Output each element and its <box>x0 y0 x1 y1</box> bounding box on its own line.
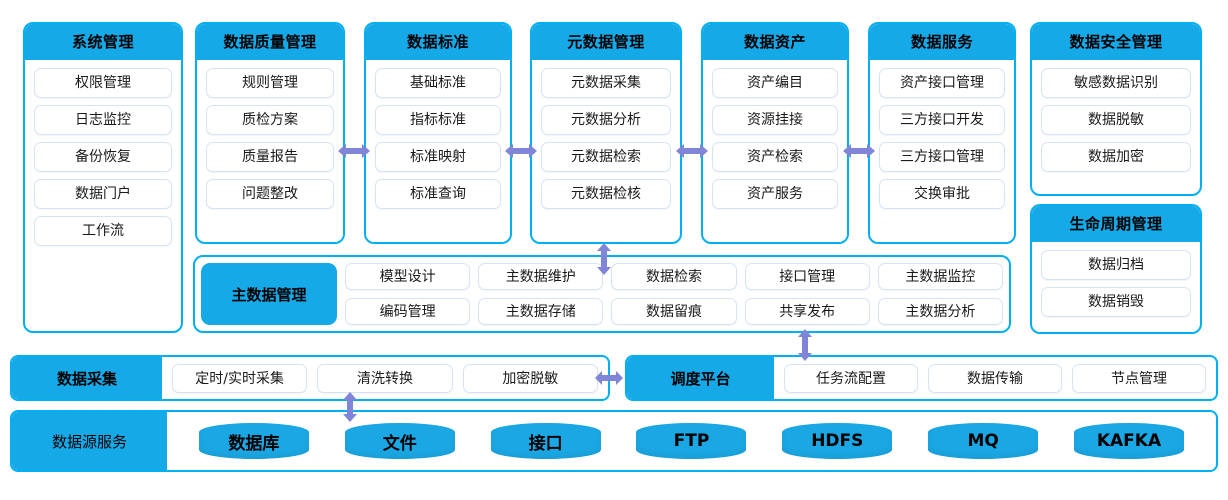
master-data-title: 主数据管理 <box>201 263 337 325</box>
datasource-kafka[interactable]: KAFKA <box>1073 423 1184 459</box>
list-item[interactable]: 主数据分析 <box>877 297 1003 325</box>
list-item[interactable]: 指标标准 <box>375 105 501 135</box>
list-item[interactable]: 接口管理 <box>744 263 870 290</box>
list-item[interactable]: 备份恢复 <box>34 142 172 172</box>
list-item[interactable]: 标准映射 <box>375 142 501 172</box>
list-item[interactable]: 交换审批 <box>879 179 1005 209</box>
arrow-metadata-to-masterdata-icon <box>595 243 613 275</box>
list-item[interactable]: 规则管理 <box>206 68 334 98</box>
arrow-metadata-to-asset-icon <box>676 142 708 160</box>
list-item[interactable]: 数据归档 <box>1041 250 1191 280</box>
datasource-ftp[interactable]: FTP <box>636 423 747 459</box>
column-title: 元数据管理 <box>532 24 680 60</box>
column-items: 基础标准 指标标准 标准映射 标准查询 <box>366 60 510 218</box>
list-item[interactable]: 问题整改 <box>206 179 334 209</box>
column-items: 元数据采集 元数据分析 元数据检索 元数据检核 <box>532 60 680 218</box>
arrow-standard-to-metadata-icon <box>505 142 537 160</box>
list-item[interactable]: 任务流配置 <box>784 363 918 393</box>
column-title: 生命周期管理 <box>1032 206 1200 242</box>
list-item[interactable]: 数据销毁 <box>1041 287 1191 317</box>
list-item[interactable]: 资产服务 <box>712 179 838 209</box>
list-item[interactable]: 元数据采集 <box>541 68 671 98</box>
column-items: 权限管理 日志监控 备份恢复 数据门户 工作流 <box>25 60 181 255</box>
list-item[interactable]: 质检方案 <box>206 105 334 135</box>
data-collection-items: 定时/实时采集 清洗转换 加密脱敏 <box>162 357 608 399</box>
list-item[interactable]: 数据脱敏 <box>1041 105 1191 135</box>
list-item[interactable]: 资源挂接 <box>712 105 838 135</box>
list-item[interactable]: 工作流 <box>34 216 172 246</box>
column-title: 系统管理 <box>25 24 181 60</box>
list-item[interactable]: 资产接口管理 <box>879 68 1005 98</box>
list-item[interactable]: 权限管理 <box>34 68 172 98</box>
arrow-asset-to-service-icon <box>843 142 875 160</box>
list-item[interactable]: 元数据检核 <box>541 179 671 209</box>
column-data-standard[interactable]: 数据标准 基础标准 指标标准 标准映射 标准查询 <box>364 22 512 244</box>
list-item[interactable]: 数据传输 <box>928 363 1062 393</box>
data-collection-label: 数据采集 <box>12 357 162 399</box>
datasource-file[interactable]: 文件 <box>344 423 455 459</box>
list-item[interactable]: 数据检索 <box>611 263 737 290</box>
column-items: 敏感数据识别 数据脱敏 数据加密 <box>1032 60 1200 181</box>
list-item[interactable]: 三方接口管理 <box>879 142 1005 172</box>
list-item[interactable]: 加密脱敏 <box>462 363 598 393</box>
column-items: 资产接口管理 三方接口开发 三方接口管理 交换审批 <box>870 60 1014 218</box>
column-data-service[interactable]: 数据服务 资产接口管理 三方接口开发 三方接口管理 交换审批 <box>868 22 1016 244</box>
schedule-platform-label: 调度平台 <box>627 357 774 399</box>
list-item[interactable]: 日志监控 <box>34 105 172 135</box>
column-data-security-management[interactable]: 数据安全管理 敏感数据识别 数据脱敏 数据加密 <box>1030 22 1202 196</box>
list-item[interactable]: 节点管理 <box>1072 363 1206 393</box>
column-system-management[interactable]: 系统管理 权限管理 日志监控 备份恢复 数据门户 工作流 <box>23 22 183 333</box>
arrow-collection-to-schedule-icon <box>595 369 623 387</box>
list-item[interactable]: 敏感数据识别 <box>1041 68 1191 98</box>
column-title: 数据服务 <box>870 24 1014 60</box>
master-data-items: 模型设计 主数据维护 数据检索 接口管理 主数据监控 编码管理 主数据存储 数据… <box>345 263 1003 325</box>
list-item[interactable]: 定时/实时采集 <box>172 363 308 393</box>
list-item[interactable]: 质量报告 <box>206 142 334 172</box>
list-item[interactable]: 标准查询 <box>375 179 501 209</box>
column-data-quality-management[interactable]: 数据质量管理 规则管理 质检方案 质量报告 问题整改 <box>195 22 345 244</box>
column-items: 数据归档 数据销毁 <box>1032 242 1200 326</box>
column-items: 规则管理 质检方案 质量报告 问题整改 <box>197 60 343 218</box>
schedule-platform-items: 任务流配置 数据传输 节点管理 <box>774 357 1216 399</box>
list-item[interactable]: 编码管理 <box>345 297 471 325</box>
arrow-quality-to-standard-icon <box>338 142 370 160</box>
data-collection-section[interactable]: 数据采集 定时/实时采集 清洗转换 加密脱敏 <box>10 355 610 401</box>
column-metadata-management[interactable]: 元数据管理 元数据采集 元数据分析 元数据检索 元数据检核 <box>530 22 682 244</box>
data-source-items: 数据库 文件 接口 FTP HDFS MQ KAFKA <box>167 412 1216 470</box>
column-items: 资产编目 资源挂接 资产检索 资产服务 <box>703 60 847 218</box>
column-lifecycle-management[interactable]: 生命周期管理 数据归档 数据销毁 <box>1030 204 1202 334</box>
column-title: 数据标准 <box>366 24 510 60</box>
list-item[interactable]: 元数据检索 <box>541 142 671 172</box>
list-item[interactable]: 资产编目 <box>712 68 838 98</box>
arrow-masterdata-to-schedule-icon <box>796 329 814 361</box>
datasource-interface[interactable]: 接口 <box>490 423 601 459</box>
data-source-service-section[interactable]: 数据源服务 数据库 文件 接口 FTP HDFS MQ KAFKA <box>10 410 1218 472</box>
list-item[interactable]: 主数据存储 <box>478 297 604 325</box>
list-item[interactable]: 基础标准 <box>375 68 501 98</box>
column-data-asset[interactable]: 数据资产 资产编目 资源挂接 资产检索 资产服务 <box>701 22 849 244</box>
arrow-collection-to-datasource-icon <box>341 392 359 422</box>
datasource-database[interactable]: 数据库 <box>198 423 309 459</box>
datasource-hdfs[interactable]: HDFS <box>782 423 893 459</box>
list-item[interactable]: 清洗转换 <box>317 363 453 393</box>
datasource-mq[interactable]: MQ <box>928 423 1039 459</box>
list-item[interactable]: 资产检索 <box>712 142 838 172</box>
column-title: 数据安全管理 <box>1032 24 1200 60</box>
list-item[interactable]: 数据加密 <box>1041 142 1191 172</box>
list-item[interactable]: 元数据分析 <box>541 105 671 135</box>
data-source-label: 数据源服务 <box>12 412 167 470</box>
list-item[interactable]: 主数据维护 <box>478 263 604 290</box>
column-title: 数据质量管理 <box>197 24 343 60</box>
list-item[interactable]: 数据留痕 <box>611 297 737 325</box>
list-item[interactable]: 共享发布 <box>744 297 870 325</box>
list-item[interactable]: 主数据监控 <box>877 263 1003 290</box>
list-item[interactable]: 数据门户 <box>34 179 172 209</box>
list-item[interactable]: 三方接口开发 <box>879 105 1005 135</box>
schedule-platform-section[interactable]: 调度平台 任务流配置 数据传输 节点管理 <box>625 355 1218 401</box>
list-item[interactable]: 模型设计 <box>345 263 471 290</box>
column-title: 数据资产 <box>703 24 847 60</box>
